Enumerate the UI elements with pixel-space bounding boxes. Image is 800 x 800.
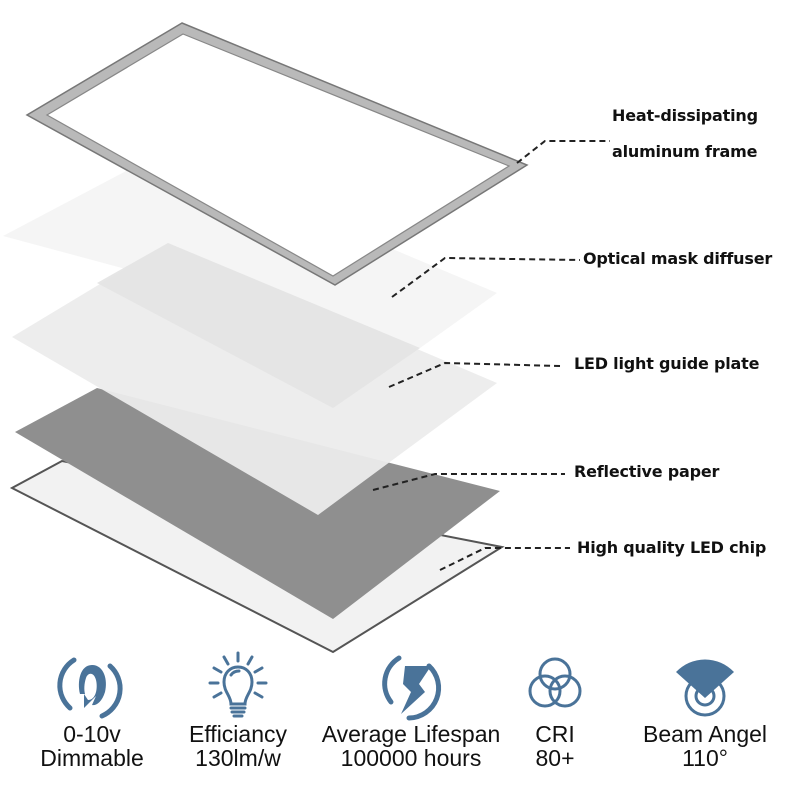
label-reflective-paper: Reflective paper [574, 462, 720, 481]
feature-beam-angle-line2: 110° [682, 745, 728, 771]
color-circles-icon [528, 657, 582, 708]
feature-beam-angle: Beam Angel 110° [615, 650, 795, 770]
feature-dimmable-line2: Dimmable [40, 745, 144, 771]
feature-efficiency: Efficiancy 130lm/w [158, 650, 318, 770]
feature-cri: CRI 80+ [495, 650, 615, 770]
dimmer-icon [57, 657, 123, 719]
label-frame-line1: Heat-dissipating [612, 106, 758, 125]
feature-cri-line2: 80+ [535, 745, 575, 771]
feature-cri-line1: CRI [535, 721, 575, 747]
reflective-paper-layer [15, 388, 500, 619]
diffuser-layer [3, 152, 497, 348]
beam-angle-icon [676, 659, 734, 717]
label-frame-line2: aluminum frame [612, 142, 758, 161]
feature-dimmable-line1: 0-10v [63, 721, 121, 747]
leader-lines [372, 140, 610, 571]
light-guide-plate-layer [12, 243, 497, 515]
lightbulb-icon [208, 651, 268, 718]
label-light-guide-plate: LED light guide plate [574, 354, 760, 373]
feature-lifespan-line2: 100000 hours [340, 745, 482, 771]
aluminum-frame-inner [45, 33, 511, 277]
label-led-chip: High quality LED chip [577, 538, 767, 557]
feature-dimmable: 0-10v Dimmable [12, 650, 172, 770]
feature-lifespan: Average Lifespan 100000 hours [311, 650, 511, 770]
label-diffuser: Optical mask diffuser [583, 249, 773, 268]
lightning-icon [382, 655, 442, 721]
feature-efficiency-line2: 130lm/w [195, 745, 281, 771]
layer-overlap [97, 243, 420, 408]
feature-beam-angle-line1: Beam Angel [642, 721, 768, 747]
feature-lifespan-line1: Average Lifespan [321, 721, 501, 747]
feature-efficiency-line1: Efficiancy [188, 721, 287, 747]
